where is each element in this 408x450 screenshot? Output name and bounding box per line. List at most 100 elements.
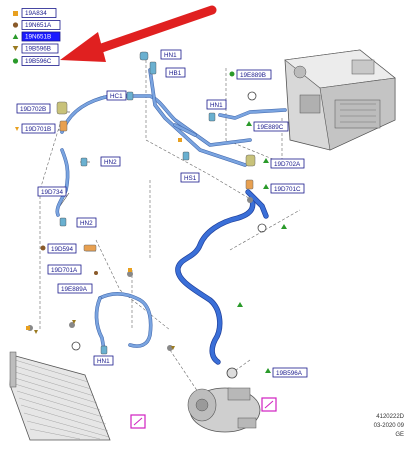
service-cap	[182, 151, 190, 161]
pressure-sensor	[56, 101, 68, 115]
callout-text: HC1	[110, 93, 123, 100]
bolt	[69, 322, 75, 328]
part-markers	[26, 138, 182, 350]
down-triangle-icon	[72, 320, 76, 324]
green-triangle-icon	[263, 184, 269, 189]
callout-text: 19D701C	[274, 186, 301, 193]
callout-text: HN2	[104, 159, 117, 166]
orange-square-icon	[178, 138, 182, 142]
valve-fitting	[245, 179, 254, 190]
callout-text: HN1	[97, 358, 110, 365]
callout-hn2-lower[interactable]: HN2	[76, 217, 97, 228]
service-cap	[208, 112, 216, 122]
suction-hose	[175, 189, 269, 365]
legend-item-19B596B[interactable]: 19B596B	[12, 43, 59, 54]
drawing-number: 4120222D	[376, 414, 404, 420]
brown-dot-icon	[94, 271, 98, 275]
callout-hb1[interactable]: HB1	[165, 67, 186, 78]
legend-code: 19B596B	[25, 46, 51, 53]
service-cap	[126, 91, 134, 101]
callout-text: 19E889A	[61, 286, 88, 293]
orifice-tube	[83, 244, 97, 252]
legend-code-highlighted: 19N651B	[25, 34, 51, 41]
gasket	[226, 367, 238, 379]
service-cap	[139, 51, 149, 61]
drawing-region: GE	[395, 432, 404, 438]
callout-19D701A[interactable]: 19D701A	[47, 264, 82, 275]
callout-hn1-top[interactable]: HN1	[160, 49, 182, 60]
callout-text: 19D702B	[20, 106, 46, 113]
compressor	[187, 387, 261, 433]
valve-fitting	[59, 120, 68, 132]
callout-text: 19D701A	[51, 267, 78, 274]
callout-text: 19D702A	[274, 161, 301, 168]
green-dot-icon	[12, 58, 19, 64]
o-ring	[257, 223, 267, 233]
callout-hn1-bottom[interactable]: HN1	[93, 355, 114, 366]
callout-text: 19B596A	[276, 370, 303, 377]
callout-text: HN2	[80, 220, 93, 227]
green-triangle-icon	[246, 121, 252, 126]
green-triangle-icon	[237, 302, 243, 307]
brown-dot-icon	[12, 22, 19, 28]
orange-square-icon	[13, 11, 18, 16]
green-triangle-icon	[12, 34, 19, 39]
legend-code: 19A834	[25, 10, 47, 17]
callout-19D701C[interactable]: 19D701C	[263, 183, 305, 194]
green-triangle-icon	[263, 158, 269, 163]
callout-19D702A[interactable]: 19D702A	[263, 158, 305, 169]
orange-square-icon	[128, 268, 132, 272]
callout-text: HN1	[210, 102, 223, 109]
callout-hs1[interactable]: HS1	[180, 172, 200, 183]
condenser	[9, 351, 111, 441]
callout-hn2-upper[interactable]: HN2	[100, 156, 121, 167]
green-dot-icon	[229, 71, 235, 77]
o-ring	[247, 91, 257, 101]
callout-19E889C[interactable]: 19E889C	[246, 121, 289, 132]
marker-icon	[15, 127, 19, 131]
callout-text: HN1	[164, 52, 177, 59]
callout-19D701B[interactable]: 19D701B	[15, 123, 56, 134]
footer: 4120222D 03-2020 09 GE	[374, 414, 405, 438]
callout-19D734[interactable]: 19D734	[37, 186, 67, 197]
callout-text: HS1	[184, 175, 197, 182]
callout-19D702B[interactable]: 19D702B	[16, 103, 51, 114]
brown-dot-icon	[40, 245, 46, 251]
drawing-date: 03-2020 09	[374, 423, 405, 429]
callout-19E889B[interactable]: 19E889B	[229, 69, 272, 80]
service-cap	[59, 217, 67, 227]
service-cap	[100, 345, 108, 355]
legend-item-19N651A[interactable]: 19N651A	[12, 20, 61, 30]
callout-19D594[interactable]: 19D594	[40, 243, 77, 254]
green-triangle-icon	[281, 224, 287, 229]
callout-text: HB1	[169, 70, 182, 77]
liquid-line	[94, 291, 153, 352]
bolt	[127, 271, 133, 277]
callout-text: 19E889B	[240, 72, 266, 79]
callout-19B596A[interactable]: 19B596A	[265, 367, 308, 378]
callout-text: 19D701B	[25, 126, 51, 133]
service-port	[149, 61, 157, 75]
o-ring	[71, 341, 81, 351]
down-triangle-icon	[34, 330, 38, 334]
orange-square-icon	[26, 326, 30, 330]
callout-19E889A[interactable]: 19E889A	[57, 283, 93, 294]
down-triangle-icon	[12, 46, 19, 51]
service-cap	[80, 157, 88, 167]
legend-item-19B596C[interactable]: 19B596C	[12, 56, 60, 66]
legend-item-19A834[interactable]: 19A834	[13, 8, 57, 18]
callout-hc1[interactable]: HC1	[106, 90, 127, 101]
callout-hn1-mid[interactable]: HN1	[206, 99, 227, 110]
legend: 19A834 19N651A 19N651B 19B596B 19B596C	[12, 8, 61, 66]
bolt	[247, 197, 253, 203]
hvac-evaporator-housing	[284, 49, 396, 151]
pressure-sensor	[245, 154, 256, 167]
down-triangle-icon	[171, 346, 175, 350]
legend-item-19N651B[interactable]: 19N651B	[12, 31, 61, 42]
callouts: 19D702B 19D701B HN1 HB1 HC1 19E889B HN1	[15, 49, 308, 378]
callout-text: 19E889C	[257, 124, 284, 131]
callout-text: 19D594	[51, 246, 74, 253]
green-triangle-icon	[265, 368, 271, 373]
legend-code: 19B596C	[25, 58, 52, 65]
